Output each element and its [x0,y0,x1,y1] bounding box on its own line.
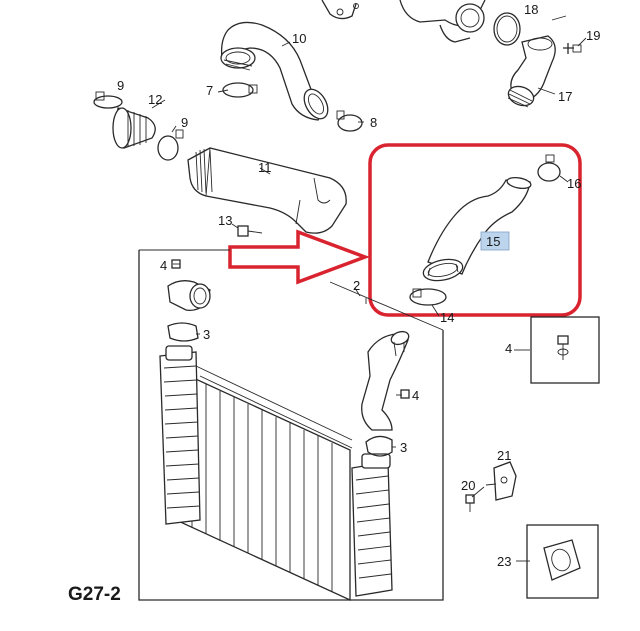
callout-11: 11 [258,160,272,175]
callout-4-left: 4 [160,258,167,273]
pointer-arrow [228,229,371,285]
callout-7: 7 [206,83,213,98]
callout-3-right: 3 [400,440,407,455]
callout-8: 8 [370,115,377,130]
callout-18: 18 [524,2,538,17]
hose-10 [220,21,363,132]
callout-4-box: 4 [505,341,512,356]
callout-2: 2 [353,278,360,293]
clamps-and-sleeve-12 [93,91,184,161]
callout-labels: 10 7 8 9 12 9 11 13 18 19 17 16 15 14 4 … [68,2,600,605]
bracket-21 [465,461,517,512]
callout-13: 13 [218,213,232,228]
callout-15: 15 [486,234,500,249]
diagram-code: G27-2 [68,584,121,605]
callout-9-lower: 9 [181,115,188,130]
outlet-elbow-2 [361,330,410,457]
intercooler-box [138,249,444,602]
pipe-11 [187,147,347,234]
callout-9-top: 9 [117,78,124,93]
callout-3-left: 3 [203,327,210,342]
callout-23: 23 [497,554,511,569]
callout-16: 16 [567,176,581,191]
bolt-13 [237,225,263,237]
callout-12: 12 [148,92,162,107]
inlet-flange-left [167,259,211,342]
leader-lines [151,15,587,562]
callout-19: 19 [586,28,600,43]
seal-box-23 [526,524,599,599]
callout-17: 17 [558,89,572,104]
callout-21: 21 [497,448,511,463]
callout-4-right: 4 [412,388,419,403]
callout-10: 10 [292,31,306,46]
bolt-box-4 [530,316,600,384]
callout-20: 20 [461,478,475,493]
highlight-frame-part-15 [368,143,582,317]
turbo-outlet-group [321,0,582,108]
callout-14: 14 [440,310,454,325]
